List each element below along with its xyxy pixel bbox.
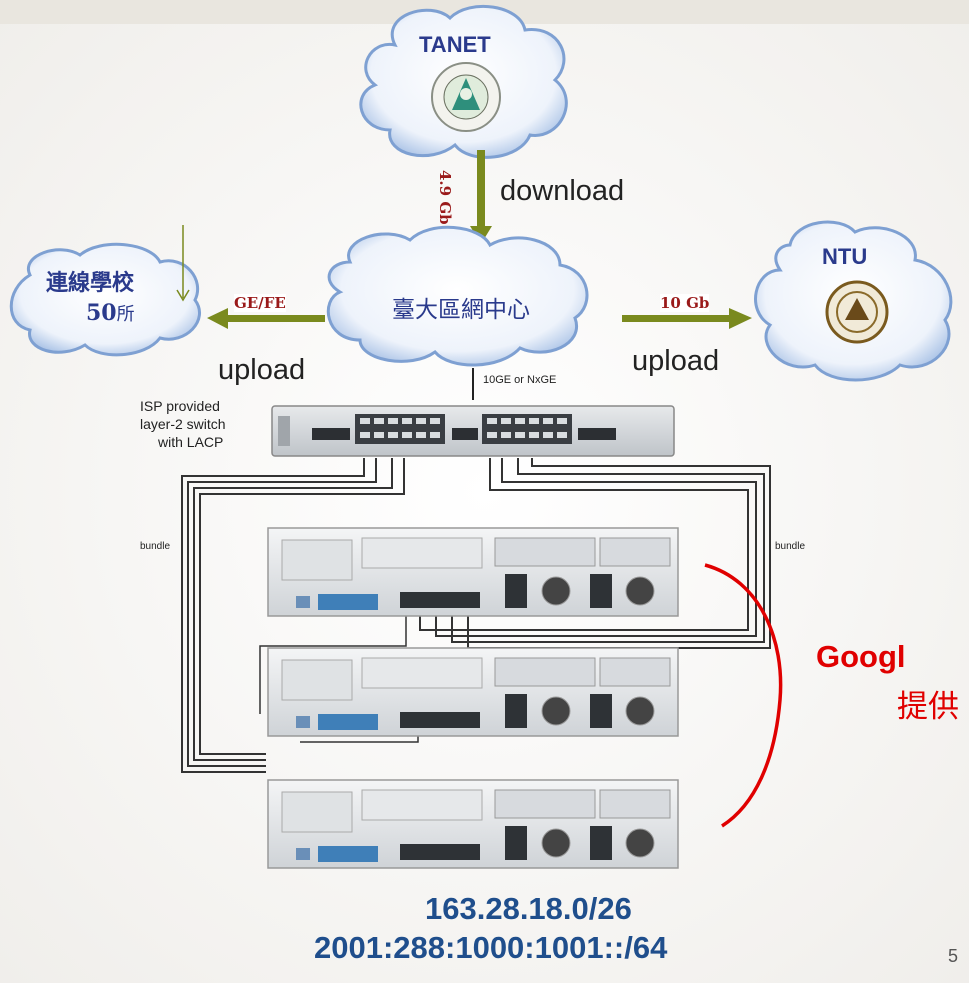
schools-label-line1: 連線學校 xyxy=(46,270,135,296)
schools-link-arrow xyxy=(207,308,325,329)
tanet-label: TANET xyxy=(419,32,491,57)
ntu-cloud xyxy=(754,220,953,382)
ntu-link-arrow xyxy=(622,308,752,329)
page-number: 5 xyxy=(948,946,959,966)
google-provide-label: 提供 xyxy=(897,689,959,724)
download-arrow xyxy=(470,150,492,244)
ipv6-prefix: 2001:288:1000:1001::/64 xyxy=(314,930,668,965)
tanet-bandwidth-text: 4.9 Gb xyxy=(436,170,454,225)
schools-cloud xyxy=(9,242,202,357)
google-label: Googl xyxy=(816,639,906,674)
schools-unit: 所 xyxy=(116,304,135,325)
bundle-cables-right xyxy=(419,458,771,649)
tanet-cloud xyxy=(359,4,568,159)
bundle-left-label: bundle xyxy=(140,541,171,552)
switch-label-line2: layer-2 switch xyxy=(140,416,226,432)
upload-left-label: upload xyxy=(218,354,306,386)
center-cloud xyxy=(326,225,589,367)
ntu-emblem-icon xyxy=(825,280,889,344)
schools-label-line2: 50所 xyxy=(86,300,135,326)
switch-uplink-label: 10GE or NxGE xyxy=(483,374,557,386)
ipv4-prefix: 163.28.18.0/26 xyxy=(425,891,632,926)
layer2-switch xyxy=(271,405,675,457)
switch-label-line1: ISP provided xyxy=(140,398,220,414)
ministry-of-education-seal-icon xyxy=(431,62,501,132)
bundle-right-label: bundle xyxy=(775,541,806,552)
center-label: 臺大區網中心 xyxy=(392,297,530,323)
server-3 xyxy=(267,779,679,869)
red-bracket xyxy=(704,563,783,828)
upload-right-label: upload xyxy=(632,345,720,377)
schools-link-label: GE/FE xyxy=(234,294,286,312)
switch-label-line3: with LACP xyxy=(158,434,224,450)
schools-count: 50 xyxy=(86,300,117,326)
download-label: download xyxy=(500,175,625,207)
tanet-bandwidth-label: 4.9 Gb xyxy=(436,170,454,225)
server-2 xyxy=(267,647,679,737)
bundle-cables-left xyxy=(181,458,405,773)
server-1 xyxy=(267,527,679,617)
thin-arrow xyxy=(176,225,190,302)
ntu-link-label: 10 Gb xyxy=(660,294,710,312)
ntu-label: NTU xyxy=(822,244,868,269)
